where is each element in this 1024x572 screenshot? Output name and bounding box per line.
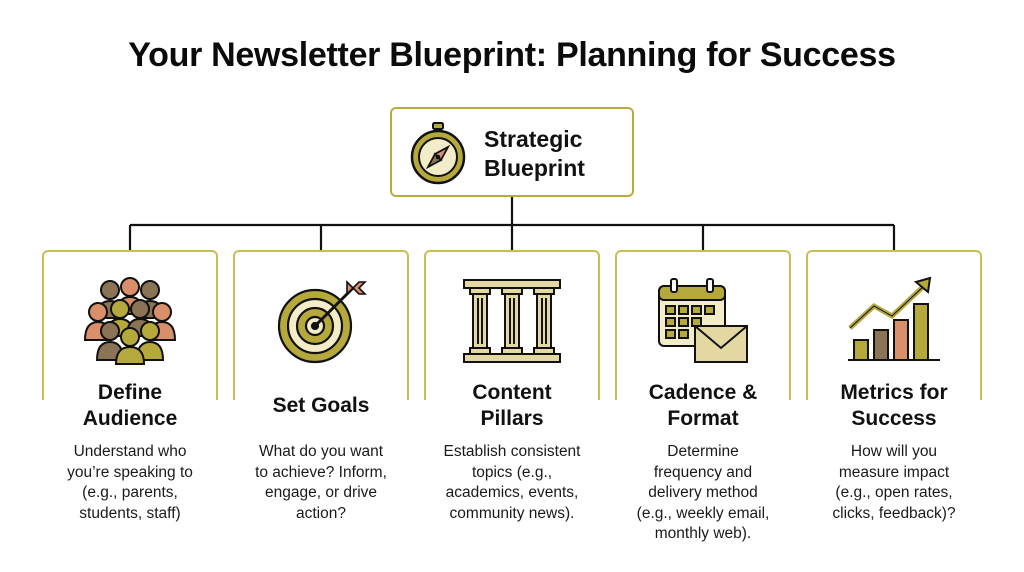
card-title-set-goals: Set Goals (272, 394, 370, 417)
card-title-metrics-success: Metrics for Success (840, 381, 948, 430)
target-arrow-icon (277, 280, 367, 364)
card-set-goals (233, 250, 409, 400)
card-cadence-format (615, 250, 791, 400)
root-node-strategic-blueprint: Strategic Blueprint (390, 107, 634, 197)
root-label: Strategic Blueprint (484, 125, 624, 183)
card-desc-cadence-format: Determine frequency and delivery method … (636, 443, 770, 542)
calendar-envelope-icon (658, 278, 748, 363)
card-title-cadence-format: Cadence & Format (648, 381, 758, 430)
card-title-define-audience: Define Audience (82, 381, 178, 430)
card-desc-metrics-success: How will you measure impact (e.g., open … (832, 443, 956, 522)
people-group-icon (83, 277, 177, 365)
card-title-content-pillars: Content Pillars (472, 381, 552, 430)
card-desc-content-pillars: Establish consistent topics (e.g., acade… (443, 443, 581, 522)
compass-icon (410, 122, 466, 185)
root-label-line1: Strategic (484, 126, 583, 152)
growth-chart-icon (848, 276, 940, 361)
card-content-pillars (424, 250, 600, 400)
pillars-icon (463, 279, 561, 363)
card-desc-set-goals: What do you want to achieve? Inform, eng… (255, 443, 387, 522)
root-label-line2: Blueprint (484, 155, 585, 181)
card-metrics-success (806, 250, 982, 400)
page-title: Your Newsletter Blueprint: Planning for … (128, 36, 896, 74)
card-define-audience (42, 250, 218, 400)
card-desc-define-audience: Understand who you’re speaking to (e.g.,… (67, 443, 193, 522)
